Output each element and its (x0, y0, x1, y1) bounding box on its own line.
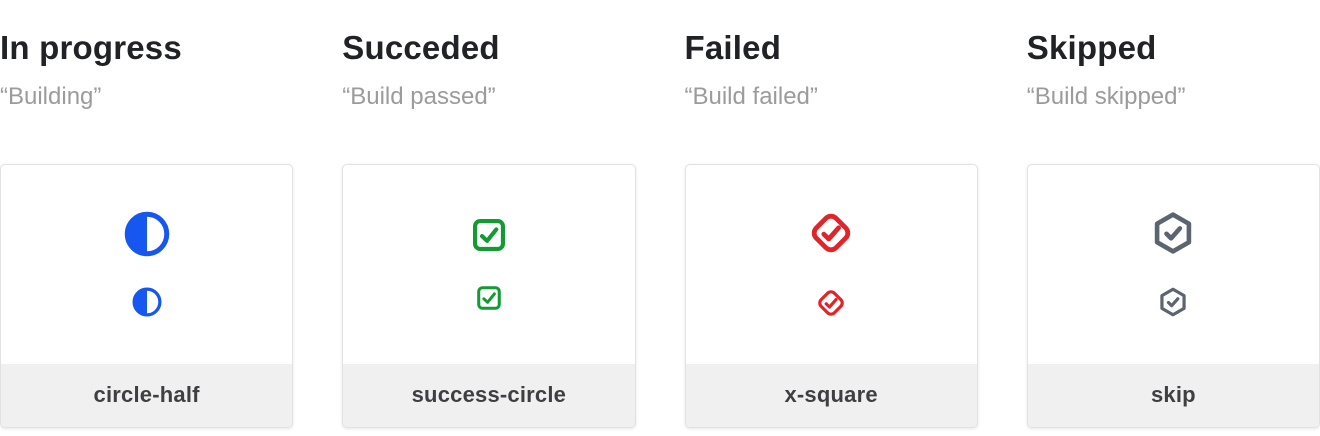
icon-card-circle-half: circle-half (0, 163, 294, 428)
success-circle-icon-large (470, 216, 508, 254)
x-square-icon-small (815, 287, 847, 319)
icon-card-skip: skip (1026, 163, 1320, 428)
icon-name-label: circle-half (93, 382, 200, 408)
icon-preview-area (343, 165, 634, 364)
card-footer: skip (1027, 363, 1319, 427)
skip-icon-large (1150, 210, 1196, 256)
icon-name-label: x-square (784, 382, 878, 408)
icon-card-x-square: x-square (684, 163, 978, 428)
success-circle-icon-small (475, 284, 503, 312)
status-column-skipped: Skipped “Build skipped” skip (1026, 0, 1320, 428)
circle-half-icon-large (124, 211, 170, 257)
icon-name-label: skip (1150, 382, 1196, 408)
card-footer: success-circle (343, 363, 635, 427)
column-subtitle-in-progress: “Building” (0, 82, 102, 110)
circle-half-icon-small (132, 287, 162, 317)
icon-card-success-circle: success-circle (342, 163, 636, 428)
status-column-failed: Failed “Build failed” x-square (684, 0, 978, 428)
icon-name-label: success-circle (411, 382, 567, 408)
status-column-succeded: Succeded “Build passed” success-circle (342, 0, 636, 428)
card-footer: x-square (685, 363, 977, 427)
icon-preview-area (1028, 165, 1319, 364)
column-title-succeded: Succeded (342, 29, 500, 66)
skip-icon-small (1157, 286, 1189, 318)
status-column-in-progress: In progress “Building” circle-half (0, 0, 294, 428)
column-subtitle-failed: “Build failed” (684, 82, 818, 110)
column-title-skipped: Skipped (1026, 29, 1157, 66)
column-subtitle-succeded: “Build passed” (342, 82, 496, 110)
icon-preview-area (686, 165, 977, 364)
x-square-icon-large (807, 209, 855, 257)
icon-preview-area (1, 165, 292, 364)
card-footer: circle-half (1, 363, 293, 427)
column-title-failed: Failed (684, 29, 782, 66)
column-title-in-progress: In progress (0, 29, 182, 66)
column-subtitle-skipped: “Build skipped” (1026, 82, 1186, 110)
